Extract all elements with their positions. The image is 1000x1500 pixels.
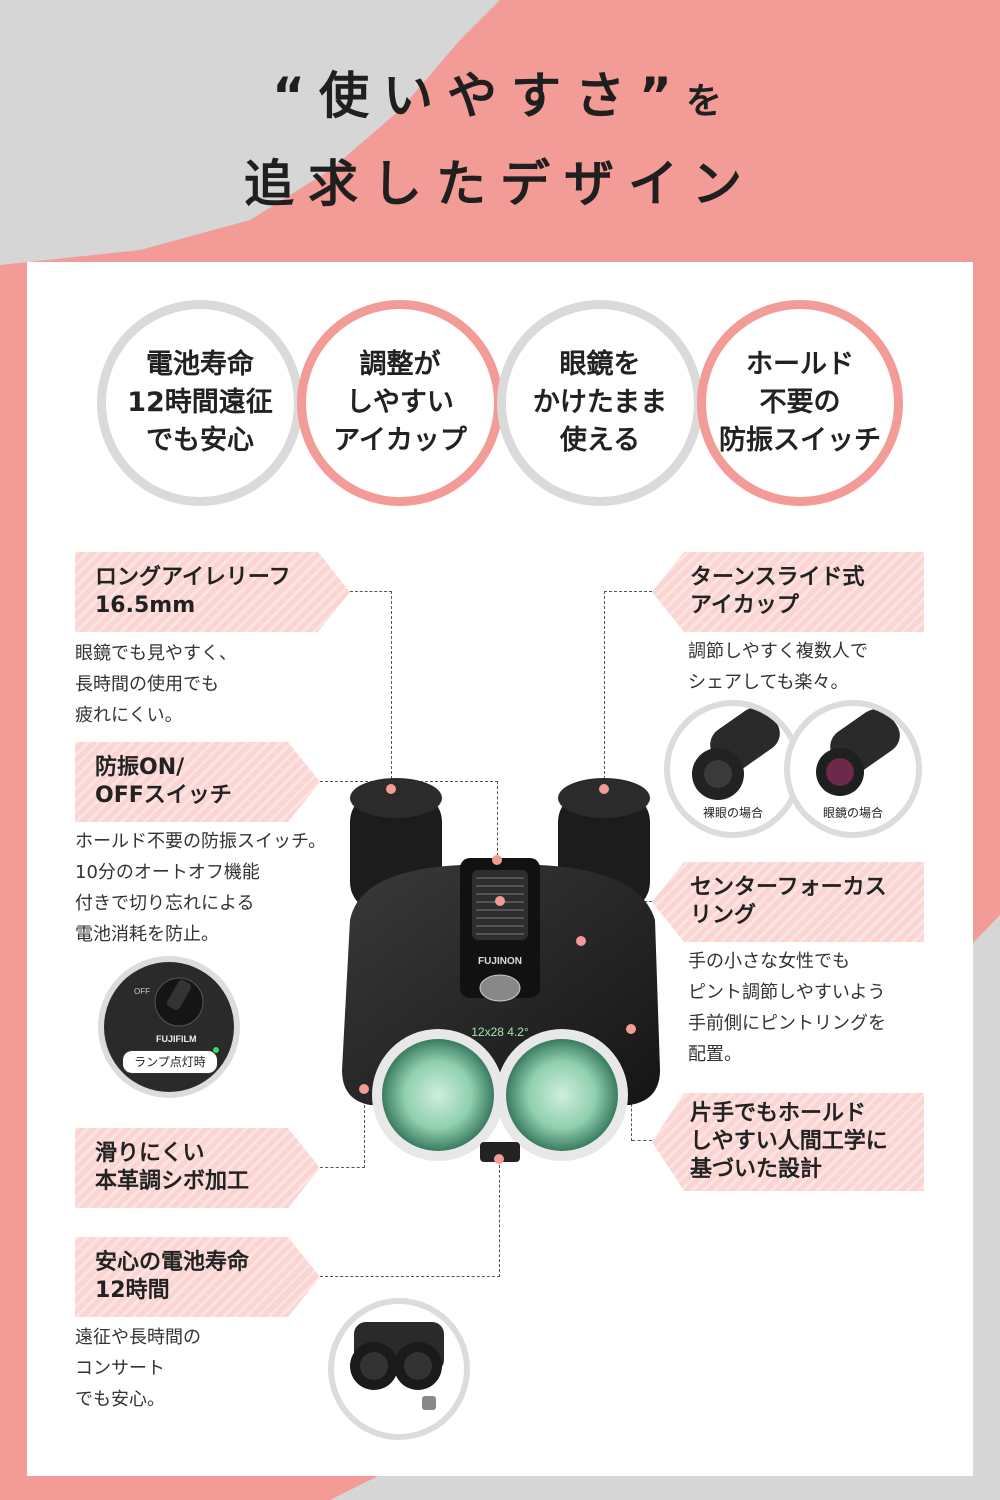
marker-dot xyxy=(359,1084,369,1094)
caption-naked-eye: 裸眼の場合 xyxy=(702,806,763,820)
title-line2: 追求したデザイン xyxy=(244,155,756,213)
marker-dot xyxy=(599,784,609,794)
title-line1: “使いやすさ” xyxy=(272,67,686,125)
desc-center-focus: 手の小さな女性でも ピント調節しやすいよう 手前側にピントリングを 配置。 xyxy=(688,951,886,1065)
circle-battery-life: 電池寿命 12時間遠征 でも安心 xyxy=(97,300,303,506)
photo-eyecup-glasses: 眼鏡の場合 xyxy=(784,700,922,838)
lamp-on-tag: ランプ点灯時 xyxy=(122,1050,218,1074)
label-battery-life: 安心の電池寿命 12時間 xyxy=(75,1237,320,1317)
circle-text: 調整が しやすい アイカップ xyxy=(333,349,467,456)
label-leather-grip: 滑りにくい 本革調シボ加工 xyxy=(75,1128,320,1208)
leader-battery-v xyxy=(499,1160,500,1277)
marker-dot xyxy=(495,896,505,906)
circle-text: 電池寿命 12時間遠征 でも安心 xyxy=(127,349,273,456)
label-turn-slide-eyecup: ターンスライド式 アイカップ xyxy=(652,552,924,632)
circle-text: 眼鏡を かけたまま 使える xyxy=(532,349,668,456)
desc-stabilizer-switch: ホールド不要の防振スイッチ。 10分のオートオフ機能 付きで切り忘れによる 電池… xyxy=(75,831,327,945)
photo-tripod-adapter xyxy=(328,1298,470,1440)
marker-dot xyxy=(386,784,396,794)
page-title: “使いやすさ”を 追求したデザイン xyxy=(0,55,1000,225)
eyecup-glasses-icon xyxy=(816,709,900,796)
switch-off-label: OFF xyxy=(134,987,150,996)
marker-dot xyxy=(494,1154,504,1164)
circle-glasses: 眼鏡を かけたまま 使える xyxy=(497,300,703,506)
label-stabilizer-switch: 防振ON/ OFFスイッチ xyxy=(75,742,320,822)
leader-eyecup-v xyxy=(604,591,605,789)
leader-eye-relief-v xyxy=(391,591,392,789)
marker-dot xyxy=(492,855,502,865)
leader-eye-relief-h xyxy=(350,591,392,592)
binocular-spec: 12x28 4.2° xyxy=(471,1025,529,1039)
leader-ergonomic-h xyxy=(632,1140,652,1141)
eyecup-naked-icon xyxy=(692,707,780,800)
label-eye-relief: ロングアイレリーフ 16.5mm xyxy=(75,552,350,632)
circle-eyecup: 調整が しやすい アイカップ xyxy=(297,300,503,506)
desc-battery-life: 遠征や長時間の コンサート でも安心。 xyxy=(75,1327,201,1410)
desc-turn-slide-eyecup: 調節しやすく複数人で シェアしても楽々。 xyxy=(688,641,868,693)
title-line1-tail: を xyxy=(685,81,728,122)
photo-eyecup-naked-eye: 裸眼の場合 xyxy=(664,700,802,838)
leader-eyecup-h xyxy=(604,591,652,592)
circle-text: ホールド 不要の 防振スイッチ xyxy=(719,349,881,456)
circle-stabilizer-switch: ホールド 不要の 防振スイッチ xyxy=(697,300,903,506)
label-center-focus: センターフォーカス リング xyxy=(652,862,924,942)
label-ergonomic: 片手でもホールド しやすい人間工学に 基づいた設計 xyxy=(652,1093,924,1191)
caption-glasses: 眼鏡の場合 xyxy=(822,806,883,820)
switch-brand: FUJIFILM xyxy=(156,1034,197,1044)
desc-eye-relief: 眼鏡でも見やすく、 長時間の使用でも 疲れにくい。 xyxy=(75,643,237,726)
leader-leather-v xyxy=(364,1090,365,1168)
marker-dot xyxy=(576,936,586,946)
binoculars-image: FUJINON 12x28 4.2° xyxy=(342,778,660,1162)
leader-leather-h xyxy=(320,1167,365,1168)
binoculars-front-icon xyxy=(350,1322,444,1410)
leader-switch-v xyxy=(497,781,498,861)
leader-battery-h xyxy=(320,1276,500,1277)
marker-dot xyxy=(626,1024,636,1034)
binocular-brand: FUJINON xyxy=(478,956,522,967)
photo-stabilizer-switch: OFF FUJIFILM ランプ点灯時 xyxy=(98,956,240,1098)
